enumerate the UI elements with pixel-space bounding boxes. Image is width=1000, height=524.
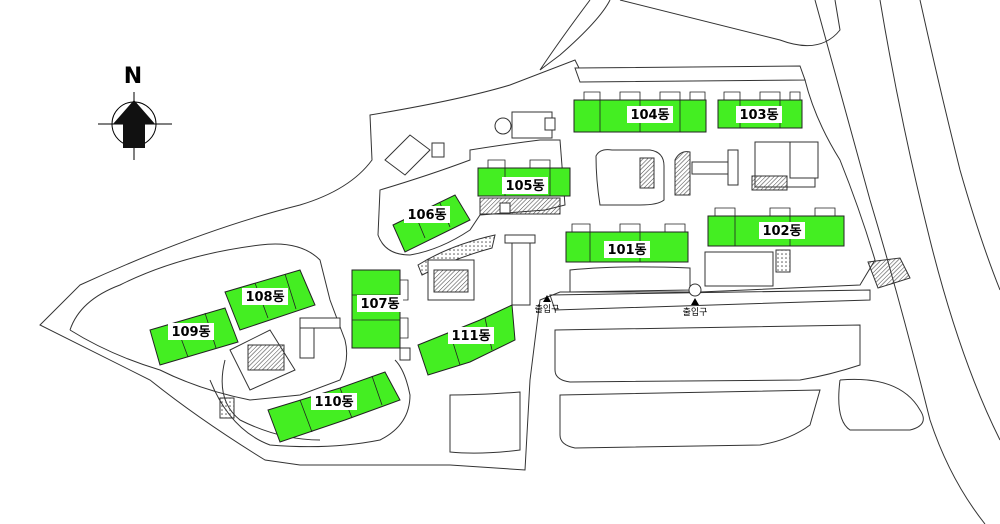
landscape-area <box>219 397 235 419</box>
inner-road <box>549 289 871 311</box>
building-labels: 104동 103동 105동 106동 101동 102동 107동 108동 … <box>168 106 805 410</box>
stairs <box>247 344 285 371</box>
building-outline <box>691 161 729 175</box>
building-outline <box>499 202 511 214</box>
compass-north-label: N <box>124 64 142 89</box>
hatched-area <box>639 157 655 189</box>
building-outline <box>727 149 739 186</box>
building-label-102: 102동 <box>762 224 801 239</box>
building-label-108: 108동 <box>245 290 284 305</box>
inner-road <box>554 324 861 383</box>
roundabout <box>688 283 702 297</box>
building-outline <box>544 117 556 131</box>
north-arrow-icon <box>113 100 155 148</box>
building-outline <box>504 234 536 244</box>
inner-road <box>838 378 924 431</box>
hatched-area <box>479 197 561 215</box>
building-outline <box>511 239 531 306</box>
boundary-line <box>619 0 841 47</box>
entrance-label: 출입구 <box>535 303 560 315</box>
inner-road <box>559 389 821 449</box>
inner-road <box>69 243 348 401</box>
building-outline <box>299 317 341 329</box>
building-label-104: 104동 <box>630 108 669 123</box>
building-outline <box>789 141 819 179</box>
north-compass: N <box>98 64 172 160</box>
building-label-110: 110동 <box>314 395 353 410</box>
hatched-area <box>867 257 911 289</box>
entrance-label: 출입구 <box>683 306 708 318</box>
boundary-line <box>919 0 1000 291</box>
stairs <box>433 269 469 293</box>
inner-road <box>221 359 321 441</box>
inner-road <box>209 359 411 448</box>
building-106[interactable] <box>392 194 471 253</box>
landscape-area <box>775 249 791 273</box>
boundary-line <box>879 0 1000 441</box>
building-label-101: 101동 <box>607 243 646 258</box>
building-label-103: 103동 <box>739 108 778 123</box>
building-outline <box>704 251 774 287</box>
roundabout <box>494 117 512 135</box>
building-outline <box>399 347 411 361</box>
building-outline <box>569 266 691 293</box>
building-outline <box>431 142 445 158</box>
building-label-107: 107동 <box>360 297 399 312</box>
building-104[interactable] <box>573 91 707 133</box>
entrance-marker[interactable]: 출입구 <box>535 295 560 315</box>
site-structures <box>219 65 911 419</box>
building-label-111: 111동 <box>451 329 490 344</box>
boundary-line <box>539 0 611 71</box>
building-outline <box>574 65 806 83</box>
building-outline <box>384 134 431 176</box>
building-label-106: 106동 <box>407 208 446 223</box>
building-label-109: 109동 <box>171 325 210 340</box>
entrance-marker[interactable]: 출입구 <box>683 298 708 318</box>
inner-road <box>449 391 521 454</box>
hatched-area <box>751 175 788 191</box>
hatched-area <box>674 151 691 196</box>
building-label-105: 105동 <box>505 179 544 194</box>
